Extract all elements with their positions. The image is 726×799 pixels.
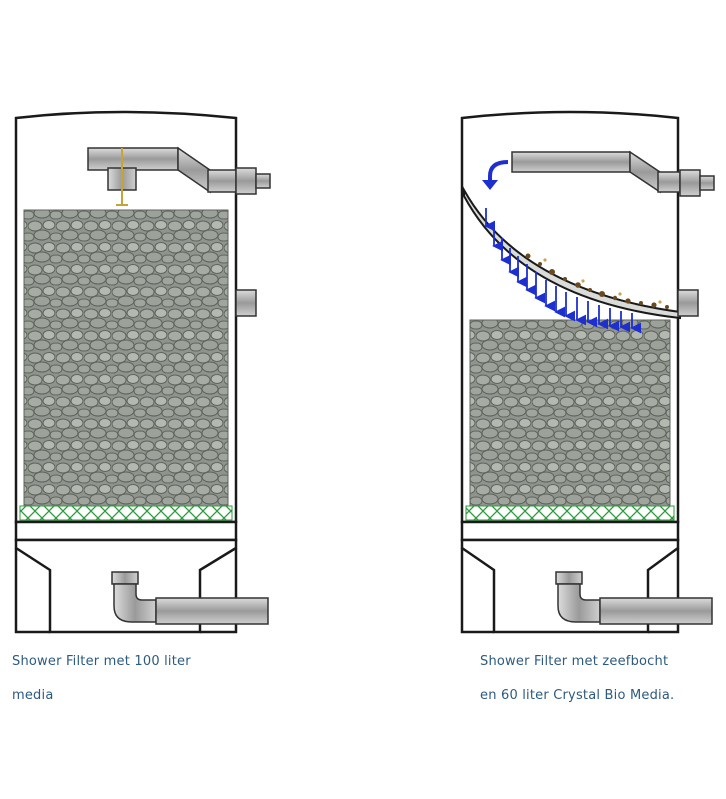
- right-drain-pipe: [557, 583, 713, 625]
- sieve-debris: [525, 253, 669, 309]
- left-caption-line2: media: [12, 688, 54, 703]
- down-arrow-icon: [484, 208, 641, 334]
- curved-arrow-icon: [488, 160, 509, 182]
- left-caption-line1: Shower Filter met 100 liter: [12, 654, 191, 669]
- left-support-grid: [19, 505, 233, 521]
- right-filter: [460, 110, 715, 634]
- right-inlet-pipe: [511, 150, 715, 197]
- right-caption-line1: Shower Filter met zeefbocht: [480, 654, 669, 669]
- left-inlet-pipe: [87, 146, 271, 206]
- left-side-outlet: [235, 289, 257, 317]
- right-caption: Shower Filter met zeefbocht en 60 liter …: [480, 645, 720, 713]
- left-media-bed: [23, 209, 229, 507]
- left-drain-pipe: [113, 583, 269, 625]
- curved-arrow-head: [482, 180, 498, 190]
- right-caption-line2: en 60 liter Crystal Bio Media.: [480, 688, 675, 703]
- right-side-outlet: [677, 289, 699, 317]
- right-media-bed: [469, 319, 671, 507]
- right-support-grid: [465, 505, 675, 521]
- left-filter: [14, 110, 271, 634]
- filter-diagram: [14, 110, 715, 634]
- left-caption: Shower Filter met 100 liter media: [12, 645, 312, 713]
